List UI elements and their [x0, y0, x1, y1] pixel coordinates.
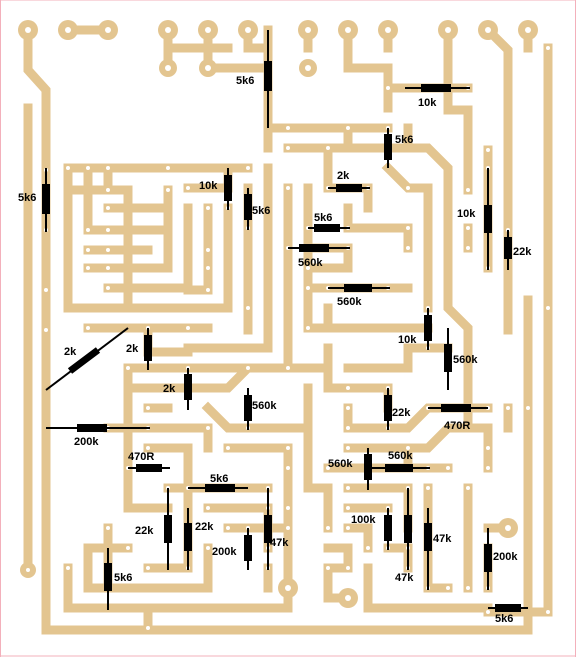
label-10k-top: 10k [418, 97, 437, 109]
resistor-10k-a [224, 168, 232, 210]
resistor-560k-d [244, 388, 252, 430]
label-2k-low: 2k [163, 383, 176, 395]
resistor-5k6-mid [384, 128, 392, 168]
label-5k6-left: 5k6 [18, 192, 36, 204]
label-10k-a: 10k [199, 180, 218, 192]
resistor-22k-b [184, 508, 192, 570]
resistor-10k-right [484, 168, 492, 270]
resistor-560k-f [368, 464, 430, 472]
resistor-47k-c [424, 508, 432, 590]
label-470r-right: 470R [444, 420, 470, 432]
resistor-10k-mid [424, 308, 432, 350]
resistor-2k-top [328, 184, 370, 192]
resistor-470r-right [428, 404, 488, 412]
label-10k-mid: 10k [398, 334, 417, 346]
resistor-5k6-left [42, 168, 50, 232]
label-10k-right: 10k [457, 208, 476, 220]
label-5k6-bottom-right: 5k6 [495, 613, 513, 625]
label-5k6-mid: 5k6 [395, 134, 413, 146]
label-560k-b: 560k [337, 296, 362, 308]
label-5k6-top: 5k6 [236, 75, 254, 87]
label-5k6-b: 5k6 [252, 205, 270, 217]
resistor-47k-a [264, 488, 272, 570]
resistor-5k6-b [244, 188, 252, 230]
resistor-5k6-low [188, 484, 248, 492]
resistor-22k-mid [384, 388, 392, 430]
label-200k-right: 200k [493, 551, 518, 563]
label-560k-a: 560k [298, 257, 323, 269]
resistor-2k-mid [144, 328, 152, 370]
resistor-10k-top [405, 84, 470, 92]
label-2k-mid: 2k [126, 343, 139, 355]
label-47k-b: 47k [395, 572, 414, 584]
label-560k-c: 560k [453, 354, 478, 366]
resistor-200k-left [46, 424, 150, 432]
label-47k-c: 47k [433, 533, 452, 545]
label-22k-right: 22k [513, 246, 532, 258]
resistor-22k-a [164, 488, 172, 570]
label-200k-left: 200k [74, 436, 99, 448]
resistor-5k6-bottom-left [104, 548, 112, 610]
resistor-2k-left [45, 327, 129, 391]
label-200k-low: 200k [212, 546, 237, 558]
label-5k6-low: 5k6 [210, 473, 228, 485]
resistor-200k-low [244, 528, 252, 570]
resistor-5k6-c [308, 224, 350, 232]
label-47k-a: 47k [270, 537, 289, 549]
resistor-5k6-top [264, 30, 272, 128]
components [42, 30, 528, 612]
resistor-560k-b [328, 284, 390, 292]
label-2k-left: 2k [64, 346, 77, 358]
label-560k-e: 560k [328, 458, 353, 470]
resistor-22k-right [504, 230, 512, 270]
resistor-100k [384, 508, 392, 550]
label-5k6-bottom-left: 5k6 [114, 572, 132, 584]
label-560k-d: 560k [252, 400, 277, 412]
label-5k6-c: 5k6 [314, 212, 332, 224]
resistor-2k-low [184, 368, 192, 410]
label-22k-a: 22k [135, 525, 154, 537]
resistor-5k6-bottom-right [488, 604, 528, 612]
label-560k-f: 560k [388, 450, 413, 462]
component-labels: 5k6 10k 5k6 5k6 10k 5k6 2k 5k6 560k 560k… [18, 75, 532, 625]
resistor-560k-c [444, 328, 452, 390]
label-2k-top: 2k [337, 170, 350, 182]
resistor-470r-left [128, 464, 170, 472]
resistor-47k-b [404, 488, 412, 570]
label-470r-left: 470R [128, 451, 154, 463]
resistor-200k-right [484, 528, 492, 590]
label-100k: 100k [351, 514, 376, 526]
label-22k-mid: 22k [392, 407, 411, 419]
resistor-560k-a [288, 244, 350, 252]
label-22k-b: 22k [195, 521, 214, 533]
